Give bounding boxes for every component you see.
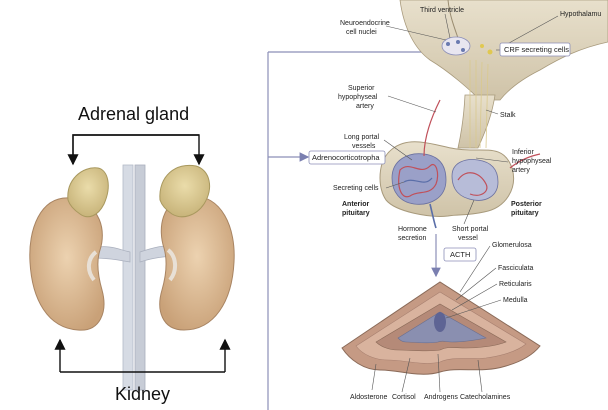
label-neuroendocrine-1: Neuroendocrine [340,20,390,27]
label-medulla: Medulla [503,297,528,304]
label-hypothalamus: Hypothalamu [560,11,601,18]
crf-cell [480,44,484,48]
adrenal-gland-label: Adrenal gland [78,104,189,124]
label-inferior-1: Inferior [512,149,534,156]
left-kidney [30,198,104,330]
label-reticularis: Reticularis [499,281,532,288]
posterior-pituitary-lobe [452,160,498,201]
adrenal-bracket-right [73,135,199,164]
adrenal-bracket-left [73,135,199,164]
label-aldosterone: Aldosterone [350,394,387,401]
label-short-portal-2: vessel [458,235,478,242]
label-inferior-2: hypophyseal [512,158,552,165]
label-hormone-2: secretion [398,235,427,242]
neuroendocrine-nucleus [442,37,470,55]
label-superior-2: hypophyseal [338,94,378,101]
label-hormone-1: Hormone [398,226,427,233]
label-stalk: Stalk [500,112,516,119]
label-crf-secreting-cells: CRF secreting cells [504,45,569,54]
label-superior-3: artery [356,103,374,110]
left-panel: Adrenal gland Kidney [30,104,234,404]
label-short-portal-1: Short portal [452,226,489,233]
label-posterior-1: Posterior [511,201,542,208]
left-adrenal-gland [68,168,108,217]
label-secreting-cells: Secreting cells [333,185,379,192]
label-catecholamines: Catecholamines [460,394,511,401]
crf-cell [488,50,493,55]
aorta [123,165,133,390]
label-adrenocorticotropha: Adrenocorticotropha [312,153,380,162]
label-long-portal-1: Long portal [344,134,379,141]
right-kidney [160,196,234,330]
label-inferior-3: artery [512,167,530,174]
neuron-dot [461,48,465,52]
vena-cava [135,165,145,390]
label-third-ventricle: Third ventricle [420,7,464,14]
central-vein [434,312,446,332]
label-neuroendocrine-2: cell nuclei [346,29,377,36]
kidney-label: Kidney [115,384,170,404]
label-glomerulosa: Glomerulosa [492,242,532,249]
label-acth: ACTH [450,250,470,259]
label-anterior-1: Anterior [342,201,370,208]
label-posterior-2: pituitary [511,210,539,217]
label-superior-1: Superior [348,85,375,92]
label-androgens: Androgens [424,394,458,401]
neuron-dot [446,42,450,46]
label-fasciculata: Fasciculata [498,265,534,272]
right-panel: Third ventricle Hypothalamu Neuroendocri… [268,0,608,410]
label-long-portal-2: vessels [352,143,376,150]
label-anterior-2: pituitary [342,210,370,217]
neuron-dot [456,40,460,44]
pituitary-stalk [458,95,495,148]
label-cortisol: Cortisol [392,394,416,401]
